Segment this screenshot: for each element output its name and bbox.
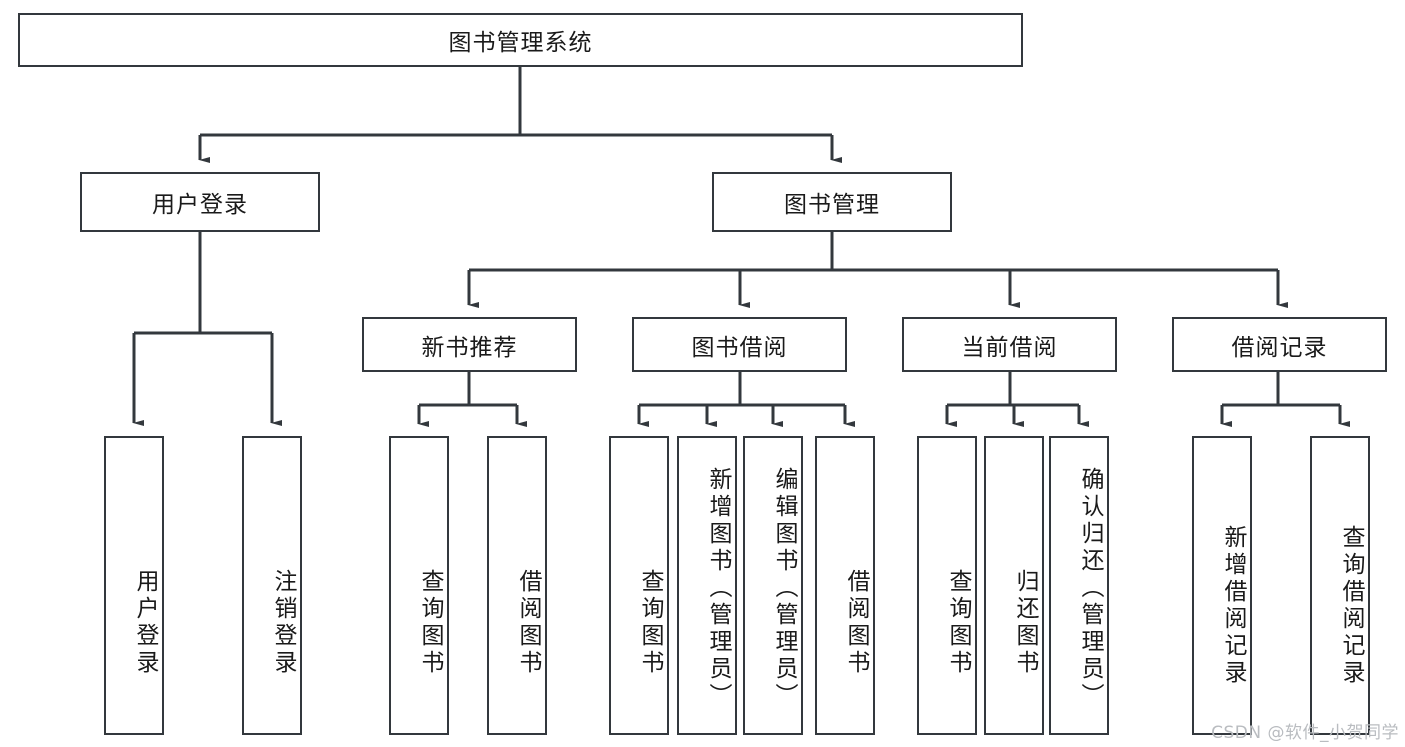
node-leaf-borrow-book-1[interactable]: 借阅图书 <box>487 436 547 735</box>
node-root[interactable]: 图书管理系统 <box>18 13 1023 67</box>
node-leaf-query-book-3-label: 查询图书 <box>945 569 971 677</box>
node-leaf-confirm-return-label: 确认归还（管理员） <box>1077 467 1103 710</box>
node-current-borrow-label: 当前借阅 <box>961 334 1058 361</box>
node-leaf-borrow-book-1-label: 借阅图书 <box>515 569 541 677</box>
node-book-manage[interactable]: 图书管理 <box>712 172 952 232</box>
node-leaf-query-book-2[interactable]: 查询图书 <box>609 436 669 735</box>
node-user-login-label: 用户登录 <box>152 192 248 218</box>
node-borrow-record-label: 借阅记录 <box>1231 334 1328 361</box>
node-new-book-recommend[interactable]: 新书推荐 <box>362 317 577 372</box>
watermark: CSDN @软件_小贺同学 <box>1211 723 1399 743</box>
node-leaf-user-login-label: 用户登录 <box>132 569 158 677</box>
node-leaf-edit-book-label: 编辑图书（管理员） <box>771 467 797 710</box>
node-leaf-query-record[interactable]: 查询借阅记录 <box>1310 436 1370 735</box>
node-leaf-query-record-label: 查询借阅记录 <box>1338 524 1364 687</box>
node-leaf-add-book[interactable]: 新增图书（管理员） <box>677 436 737 735</box>
node-leaf-query-book-1[interactable]: 查询图书 <box>389 436 449 735</box>
node-new-book-recommend-label: 新书推荐 <box>421 334 518 361</box>
node-leaf-logout[interactable]: 注销登录 <box>242 436 302 735</box>
node-borrow-record[interactable]: 借阅记录 <box>1172 317 1387 372</box>
node-user-login[interactable]: 用户登录 <box>80 172 320 232</box>
node-leaf-borrow-book-2-label: 借阅图书 <box>843 569 869 677</box>
node-book-manage-label: 图书管理 <box>784 192 880 218</box>
node-leaf-query-book-2-label: 查询图书 <box>637 569 663 677</box>
node-leaf-add-record-label: 新增借阅记录 <box>1220 524 1246 687</box>
node-leaf-query-book-1-label: 查询图书 <box>417 569 443 677</box>
node-book-borrow[interactable]: 图书借阅 <box>632 317 847 372</box>
node-leaf-return-book[interactable]: 归还图书 <box>984 436 1044 735</box>
node-leaf-confirm-return[interactable]: 确认归还（管理员） <box>1049 436 1109 735</box>
node-current-borrow[interactable]: 当前借阅 <box>902 317 1117 372</box>
node-book-borrow-label: 图书借阅 <box>691 334 788 361</box>
node-leaf-edit-book[interactable]: 编辑图书（管理员） <box>743 436 803 735</box>
node-root-label: 图书管理系统 <box>448 30 593 56</box>
node-leaf-return-book-label: 归还图书 <box>1012 569 1038 677</box>
node-leaf-logout-label: 注销登录 <box>270 569 296 677</box>
node-leaf-borrow-book-2[interactable]: 借阅图书 <box>815 436 875 735</box>
node-leaf-add-book-label: 新增图书（管理员） <box>705 467 731 710</box>
node-leaf-user-login[interactable]: 用户登录 <box>104 436 164 735</box>
node-leaf-query-book-3[interactable]: 查询图书 <box>917 436 977 735</box>
node-leaf-add-record[interactable]: 新增借阅记录 <box>1192 436 1252 735</box>
